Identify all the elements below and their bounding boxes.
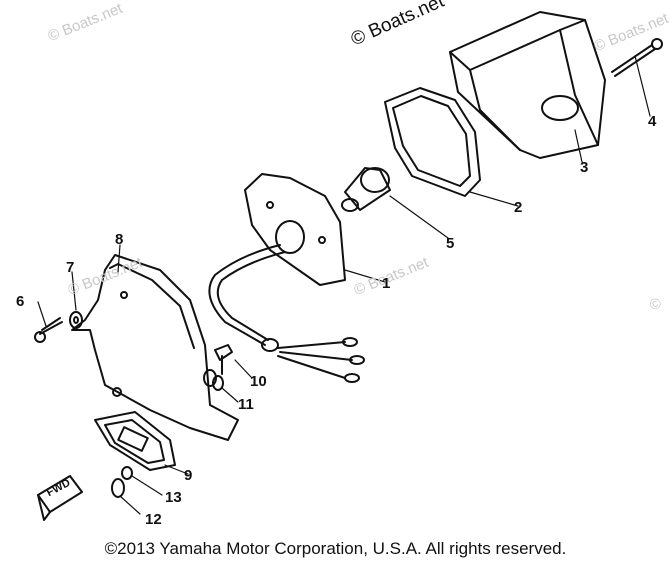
bolt-part-10 [214, 344, 233, 375]
screw-part-6 [34, 317, 63, 343]
base-plate-part [208, 173, 365, 383]
washer-part-7 [69, 311, 83, 329]
lamp-housing-part [71, 254, 239, 441]
lower-lens-part [94, 411, 176, 471]
callout-2: 2 [514, 199, 523, 216]
callout-11: 11 [238, 396, 254, 413]
copyright-notice: ©2013 Yamaha Motor Corporation, U.S.A. A… [104, 539, 567, 558]
gasket-part [384, 87, 481, 197]
callout-6: 6 [16, 293, 25, 310]
callout-1: 1 [382, 275, 391, 292]
callout-10: 10 [250, 373, 267, 390]
fwd-arrow-icon [37, 475, 83, 521]
socket-cap-part [341, 167, 391, 212]
callout-7: 7 [66, 259, 75, 276]
callout-4: 4 [648, 113, 657, 130]
callout-9: 9 [184, 467, 193, 484]
lens-cover-part [449, 11, 606, 159]
callout-13: 13 [165, 489, 182, 506]
nut-part-11 [203, 369, 224, 391]
callout-3: 3 [580, 159, 589, 176]
part-12 [111, 478, 125, 498]
callout-12: 12 [145, 511, 162, 528]
callout-5: 5 [446, 235, 455, 252]
callout-8: 8 [115, 231, 124, 248]
screw-part-4 [611, 38, 663, 77]
part-13 [121, 466, 133, 480]
leader-lines [37, 55, 651, 515]
